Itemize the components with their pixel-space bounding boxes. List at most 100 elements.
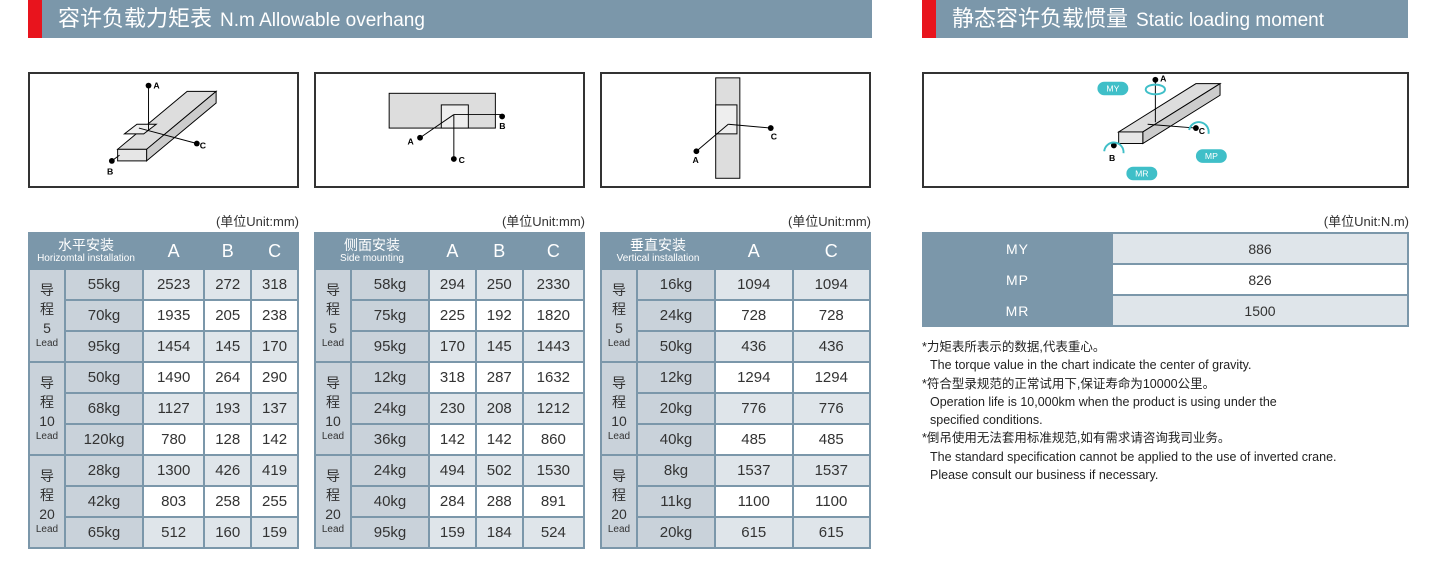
- value-cell: 1537: [791, 454, 871, 487]
- column-header: C: [521, 232, 586, 270]
- load-cell: 20kg: [636, 392, 716, 425]
- moment-label: MP: [922, 263, 1113, 296]
- column-header: A: [141, 232, 206, 270]
- note-en: The torque value in the chart indicate t…: [930, 358, 1252, 373]
- table-title-cn: 水平安装: [58, 237, 114, 253]
- load-cell: 40kg: [350, 485, 430, 518]
- value-cell: 1094: [714, 268, 794, 301]
- lead-value: 5: [329, 320, 337, 336]
- lead-cn-1: 导: [40, 282, 54, 298]
- lead-value: 10: [325, 413, 341, 429]
- svg-text:MR: MR: [1135, 168, 1149, 178]
- moment-value: 1500: [1111, 294, 1409, 327]
- note-cn: *力矩表所表示的数据,代表重心。: [922, 340, 1106, 354]
- lead-cn-2: 程: [612, 394, 626, 410]
- header-title-cn: 容许负载力矩表: [58, 6, 213, 31]
- value-cell: 1294: [791, 361, 871, 394]
- load-cell: 40kg: [636, 423, 716, 456]
- lead-cn-1: 导: [40, 375, 54, 391]
- value-cell: 1454: [141, 330, 206, 363]
- lead-value: 5: [615, 320, 623, 336]
- load-cell: 12kg: [350, 361, 430, 394]
- load-cell: 50kg: [636, 330, 716, 363]
- value-cell: 230: [428, 392, 477, 425]
- lead-cn-1: 导: [612, 468, 626, 484]
- svg-text:A: A: [1160, 74, 1167, 84]
- lead-cn-2: 程: [612, 301, 626, 317]
- lead-cn-1: 导: [326, 468, 340, 484]
- value-cell: 2523: [141, 268, 206, 301]
- note-en: Operation life is 10,000km when the prod…: [930, 394, 1277, 409]
- value-cell: 1537: [714, 454, 794, 487]
- lead-cn-1: 导: [612, 375, 626, 391]
- value-cell: 238: [250, 299, 299, 332]
- value-cell: 485: [791, 423, 871, 456]
- notes: *力矩表所表示的数据,代表重心。 The torque value in the …: [922, 338, 1337, 484]
- value-cell: 1530: [521, 454, 586, 487]
- load-cell: 58kg: [350, 268, 430, 301]
- lead-cn-1: 导: [612, 282, 626, 298]
- value-cell: 1212: [521, 392, 586, 425]
- column-header: B: [203, 232, 253, 270]
- value-cell: 1100: [791, 485, 871, 518]
- value-cell: 159: [250, 516, 299, 549]
- unit-label: (单位Unit:mm): [787, 214, 871, 229]
- load-cell: 68kg: [64, 392, 144, 425]
- load-cell: 16kg: [636, 268, 716, 301]
- lead-cn-2: 程: [326, 394, 340, 410]
- value-cell: 193: [203, 392, 253, 425]
- value-cell: 145: [203, 330, 253, 363]
- moment-label: MR: [922, 294, 1113, 327]
- load-cell: 70kg: [64, 299, 144, 332]
- load-cell: 95kg: [350, 516, 430, 549]
- lead-value: 20: [39, 506, 55, 522]
- lead-label: Lead: [607, 338, 631, 349]
- load-cell: 42kg: [64, 485, 144, 518]
- accent-stripe: [922, 0, 936, 38]
- load-cell: 28kg: [64, 454, 144, 487]
- value-cell: 615: [714, 516, 794, 549]
- lead-cn-2: 程: [326, 487, 340, 503]
- value-cell: 272: [203, 268, 253, 301]
- unit-label: (单位Unit:N.m): [1323, 214, 1409, 229]
- value-cell: 205: [203, 299, 253, 332]
- value-cell: 192: [474, 299, 524, 332]
- value-cell: 1094: [791, 268, 871, 301]
- value-cell: 290: [250, 361, 299, 394]
- table-title-en: Vertical installation: [616, 253, 700, 264]
- accent-stripe: [28, 0, 42, 38]
- note-en: The standard specification cannot be app…: [930, 449, 1337, 464]
- value-cell: 776: [791, 392, 871, 425]
- load-cell: 95kg: [64, 330, 144, 363]
- load-cell: 120kg: [64, 423, 144, 456]
- lead-cn-2: 程: [612, 487, 626, 503]
- value-cell: 2330: [521, 268, 586, 301]
- lead-value: 10: [611, 413, 627, 429]
- value-cell: 512: [141, 516, 206, 549]
- value-cell: 208: [474, 392, 524, 425]
- load-cell: 95kg: [350, 330, 430, 363]
